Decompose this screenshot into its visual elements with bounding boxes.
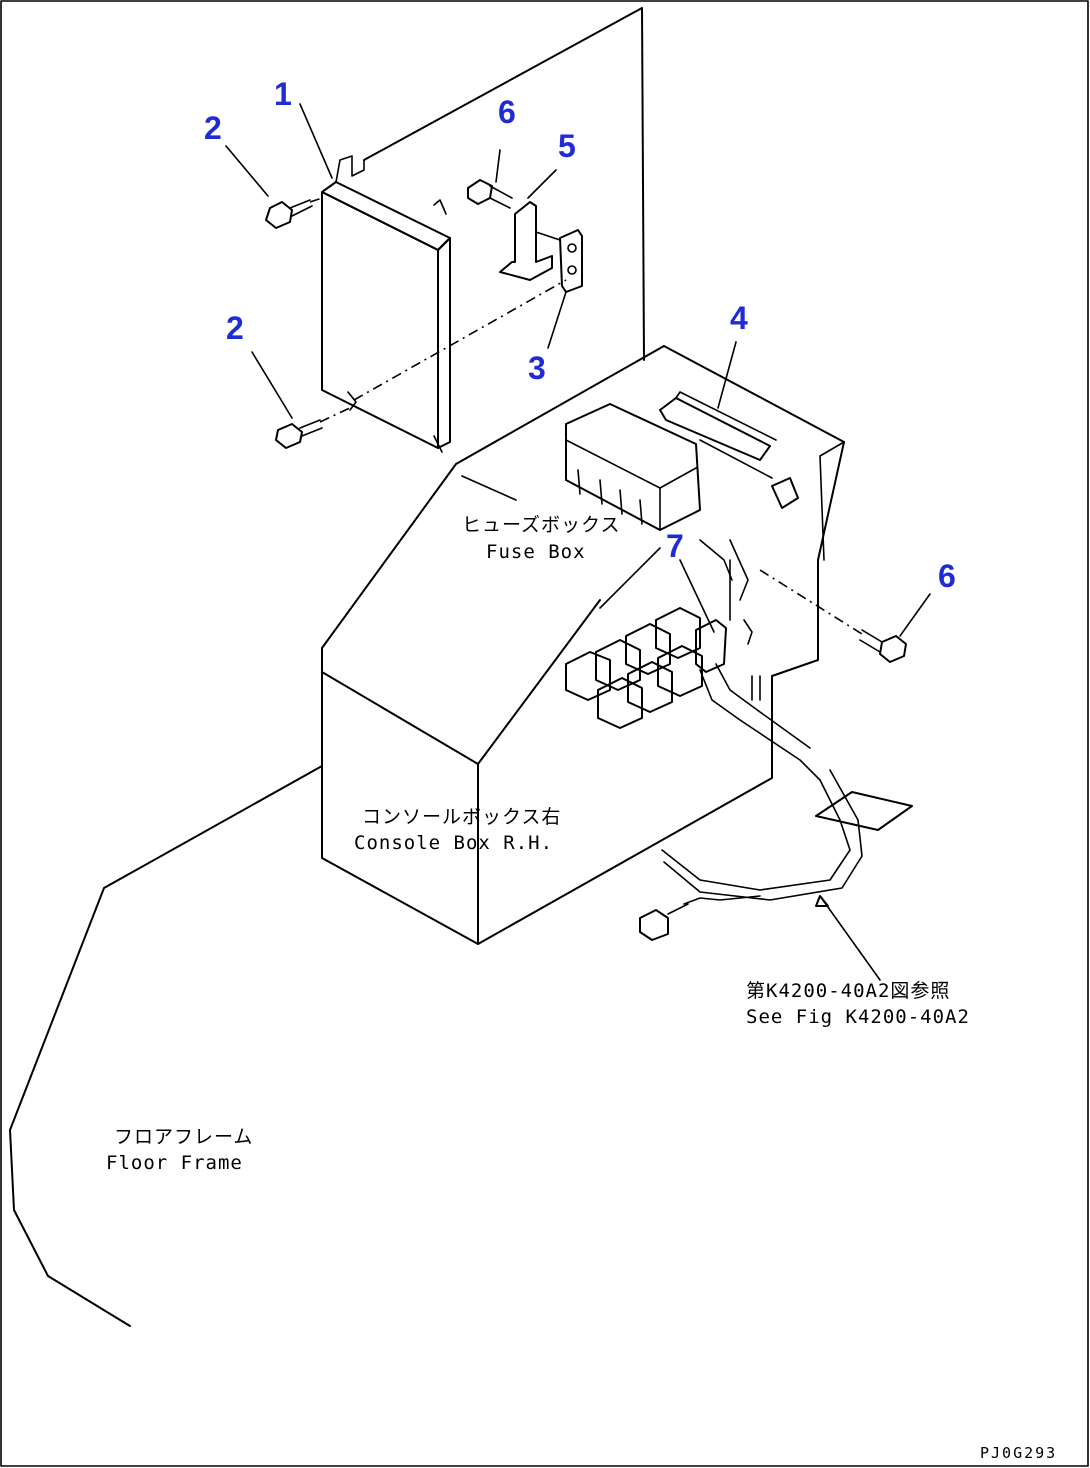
fuse-box-label-en: Fuse Box xyxy=(486,541,586,563)
bolt-lower xyxy=(275,405,355,449)
leader-lines xyxy=(225,103,931,981)
part-number-2-upper: 2 xyxy=(204,110,222,146)
bolt-upper xyxy=(265,197,323,229)
bolt-6-upper xyxy=(467,179,513,209)
part-number-1: 1 xyxy=(274,76,292,112)
part-number-4: 4 xyxy=(730,300,748,336)
drawing-id: PJ0G293 xyxy=(980,1444,1058,1462)
controller-unit xyxy=(321,155,451,453)
part-number-6-upper: 6 xyxy=(498,94,516,130)
see-fig-label-jp: 第K4200-40A2図参照 xyxy=(746,980,951,1002)
floor-frame-label-jp: フロアフレーム xyxy=(114,1126,254,1148)
part-number-7: 7 xyxy=(666,528,684,564)
console-box-label-jp: コンソールボックス右 xyxy=(362,806,562,828)
part-number-3: 3 xyxy=(528,350,546,386)
bracket xyxy=(499,201,583,293)
fuse-box-label-jp: ヒューズボックス xyxy=(462,514,621,536)
bolt-6-right xyxy=(759,569,907,663)
back-panel-outline xyxy=(363,7,645,361)
connector-part-4 xyxy=(659,391,799,509)
wiring-harness xyxy=(639,539,913,941)
console-box xyxy=(321,345,845,945)
relay-block xyxy=(565,607,727,729)
console-box-label-en: Console Box R.H. xyxy=(354,832,554,854)
part-number-2-lower: 2 xyxy=(226,310,244,346)
floor-frame-label-en: Floor Frame xyxy=(106,1152,243,1174)
part-number-6-right: 6 xyxy=(938,558,956,594)
part-number-5: 5 xyxy=(558,128,576,164)
fuse-box-drawing xyxy=(565,403,701,531)
floor-frame-outline xyxy=(9,765,323,1327)
see-fig-label-en: See Fig K4200-40A2 xyxy=(746,1006,970,1028)
mounting-line xyxy=(353,279,567,401)
